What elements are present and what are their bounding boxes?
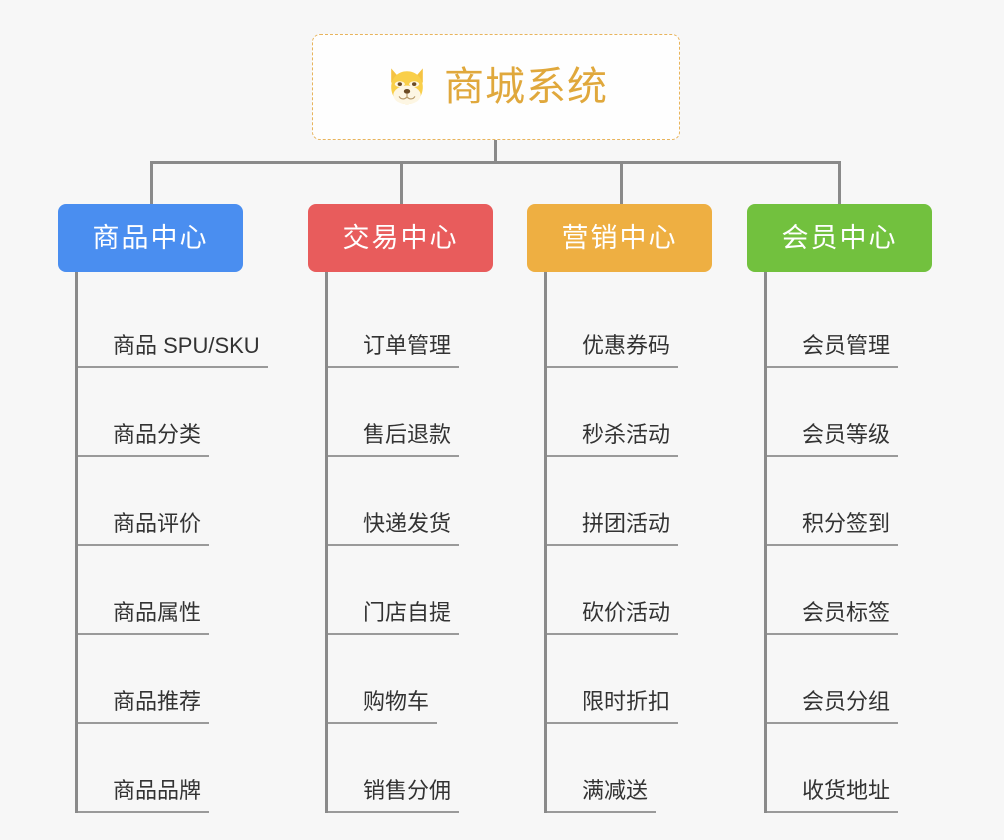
connector-drop-4 — [838, 161, 841, 205]
category-header-member[interactable]: 会员中心 — [747, 204, 932, 272]
leaf-item[interactable]: 商品推荐 — [78, 635, 288, 724]
leaf-item[interactable]: 售后退款 — [328, 368, 538, 457]
leaf-list-trade: 订单管理 售后退款 快递发货 门店自提 购物车 销售分佣 — [325, 272, 538, 813]
leaf-item[interactable]: 限时折扣 — [547, 635, 757, 724]
leaf-item[interactable]: 商品 SPU/SKU — [78, 272, 288, 368]
connector-horizontal-bus — [151, 161, 841, 164]
leaf-item[interactable]: 商品分类 — [78, 368, 288, 457]
leaf-label: 秒杀活动 — [547, 424, 679, 457]
leaf-label: 售后退款 — [328, 424, 460, 457]
leaf-item[interactable]: 会员等级 — [767, 368, 977, 457]
leaf-label: 拼团活动 — [547, 513, 679, 546]
connector-drop-3 — [620, 161, 623, 205]
leaf-item[interactable]: 商品属性 — [78, 546, 288, 635]
leaf-label: 商品分类 — [78, 424, 210, 457]
category-header-product[interactable]: 商品中心 — [58, 204, 243, 272]
leaf-label: 商品 SPU/SKU — [78, 335, 268, 368]
leaf-label: 砍价活动 — [547, 602, 679, 635]
leaf-item[interactable]: 砍价活动 — [547, 546, 757, 635]
root-node[interactable]: 商城系统 — [312, 34, 680, 140]
leaf-label: 商品属性 — [78, 602, 210, 635]
leaf-item[interactable]: 订单管理 — [328, 272, 538, 368]
leaf-item[interactable]: 积分签到 — [767, 457, 977, 546]
leaf-label: 销售分佣 — [328, 780, 460, 813]
connector-root-stem — [494, 140, 497, 163]
leaf-label: 会员分组 — [767, 691, 899, 724]
leaf-list-marketing: 优惠券码 秒杀活动 拼团活动 砍价活动 限时折扣 满减送 — [544, 272, 757, 813]
leaf-item[interactable]: 会员标签 — [767, 546, 977, 635]
leaf-item[interactable]: 销售分佣 — [328, 724, 538, 813]
leaf-label: 商品评价 — [78, 513, 210, 546]
leaf-list-product: 商品 SPU/SKU 商品分类 商品评价 商品属性 商品推荐 商品品牌 — [75, 272, 288, 813]
leaf-label: 商品推荐 — [78, 691, 210, 724]
leaf-label: 会员等级 — [767, 424, 899, 457]
leaf-item[interactable]: 商品品牌 — [78, 724, 288, 813]
leaf-item[interactable]: 收货地址 — [767, 724, 977, 813]
shiba-dog-face-icon — [391, 68, 423, 105]
leaf-item[interactable]: 满减送 — [547, 724, 757, 813]
connector-drop-1 — [150, 161, 153, 205]
leaf-item[interactable]: 商品评价 — [78, 457, 288, 546]
leaf-item[interactable]: 购物车 — [328, 635, 538, 724]
leaf-label: 积分签到 — [767, 513, 899, 546]
leaf-item[interactable]: 门店自提 — [328, 546, 538, 635]
leaf-label: 收货地址 — [767, 780, 899, 813]
category-column-member: 会员中心 会员管理 会员等级 积分签到 会员标签 会员分组 收货地址 — [747, 204, 977, 813]
leaf-item[interactable]: 优惠券码 — [547, 272, 757, 368]
connector-drop-2 — [400, 161, 403, 205]
leaf-label: 商品品牌 — [78, 780, 210, 813]
category-column-trade: 交易中心 订单管理 售后退款 快递发货 门店自提 购物车 销售分佣 — [308, 204, 538, 813]
leaf-label: 限时折扣 — [547, 691, 679, 724]
leaf-label: 订单管理 — [328, 335, 460, 368]
category-label: 商品中心 — [92, 222, 209, 253]
category-header-marketing[interactable]: 营销中心 — [527, 204, 712, 272]
leaf-label: 门店自提 — [328, 602, 460, 635]
leaf-item[interactable]: 秒杀活动 — [547, 368, 757, 457]
category-header-trade[interactable]: 交易中心 — [308, 204, 493, 272]
leaf-label: 会员管理 — [767, 335, 899, 368]
leaf-item[interactable]: 快递发货 — [328, 457, 538, 546]
root-title: 商城系统 — [444, 65, 608, 109]
leaf-item[interactable]: 会员管理 — [767, 272, 977, 368]
category-label: 交易中心 — [342, 222, 459, 253]
category-label: 会员中心 — [781, 222, 898, 253]
leaf-list-member: 会员管理 会员等级 积分签到 会员标签 会员分组 收货地址 — [764, 272, 977, 813]
leaf-label: 购物车 — [328, 691, 438, 724]
leaf-item[interactable]: 会员分组 — [767, 635, 977, 724]
leaf-label: 快递发货 — [328, 513, 460, 546]
leaf-label: 优惠券码 — [547, 335, 679, 368]
category-column-marketing: 营销中心 优惠券码 秒杀活动 拼团活动 砍价活动 限时折扣 满减送 — [527, 204, 757, 813]
category-label: 营销中心 — [561, 222, 678, 253]
leaf-label: 满减送 — [547, 780, 657, 813]
leaf-label: 会员标签 — [767, 602, 899, 635]
category-column-product: 商品中心 商品 SPU/SKU 商品分类 商品评价 商品属性 商品推荐 商品品牌 — [58, 204, 288, 813]
leaf-item[interactable]: 拼团活动 — [547, 457, 757, 546]
